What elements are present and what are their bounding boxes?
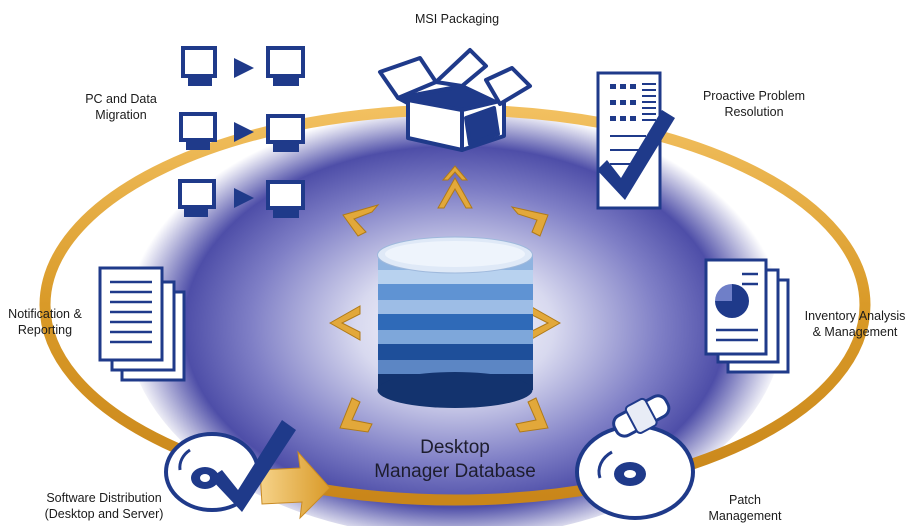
label-notification: Notification & Reporting: [2, 306, 88, 338]
label-notification-line1: Notification &: [8, 307, 82, 321]
label-patch: Patch Management: [700, 492, 790, 524]
migration-arrow-icons: [234, 58, 254, 208]
label-inventory: Inventory Analysis & Management: [800, 308, 910, 340]
monitor-icons: [178, 46, 305, 218]
label-pc-migration: PC and Data Migration: [74, 91, 168, 123]
label-software-distribution: Software Distribution (Desktop and Serve…: [30, 490, 178, 522]
cd-patch-icon: [575, 394, 695, 520]
inventory-documents-icon: [704, 258, 790, 374]
label-proactive-line2: Resolution: [724, 105, 784, 119]
box-icon: [378, 48, 532, 152]
cd-check-icon: [164, 420, 296, 512]
label-msi-text: MSI Packaging: [414, 12, 500, 26]
label-patch-line1: Patch: [729, 493, 761, 507]
label-pc-migration-line2: Migration: [95, 108, 147, 122]
database-icon: [377, 236, 533, 408]
label-patch-line2: Management: [708, 509, 782, 523]
label-msi-packaging: MSI Packaging: [412, 11, 502, 27]
chevron-arrows: [328, 165, 562, 433]
center-title-line2: Manager Database: [374, 461, 536, 482]
server-check-icon: [596, 71, 675, 210]
ring-arrow-icon: [259, 450, 331, 520]
label-inventory-line1: Inventory Analysis: [804, 309, 906, 323]
label-notification-line2: Reporting: [17, 323, 73, 337]
label-proactive: Proactive Problem Resolution: [690, 88, 818, 120]
label-software-line2: (Desktop and Server): [44, 507, 164, 521]
center-title-line1: Desktop: [420, 437, 490, 458]
center-title: Desktop Manager Database: [355, 436, 555, 484]
label-inventory-line2: & Management: [812, 325, 898, 339]
label-software-line1: Software Distribution: [46, 491, 162, 505]
label-pc-migration-line1: PC and Data: [85, 92, 157, 106]
documents-icon: [98, 266, 186, 382]
label-proactive-line1: Proactive Problem: [702, 89, 806, 103]
